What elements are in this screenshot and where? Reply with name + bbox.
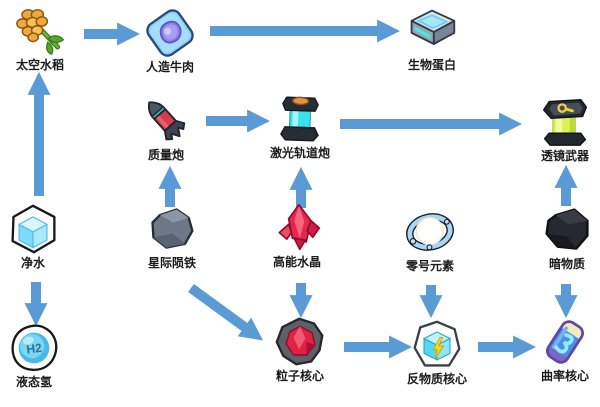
node-bio-protein[interactable]: 生物蛋白 [387,5,477,72]
arrow-meteorite-iron-to-particle-core [188,283,264,341]
node-label: 曲率核心 [540,369,589,383]
node-artificial-beef[interactable]: 人造牛肉 [125,7,215,74]
black-rock-icon [541,204,593,256]
node-pure-water[interactable]: 净水 [0,203,78,270]
glow-ring-icon [404,206,456,258]
node-label: 暗物质 [548,257,585,271]
cube-lightning-icon [411,319,463,371]
node-label: 反物质核心 [406,372,467,386]
yellow-canister-icon [539,96,591,148]
node-label: 星际陨铁 [147,256,196,270]
node-antimatter-core[interactable]: 反物质核心 [392,319,482,386]
node-label: 液态氢 [15,375,52,389]
wheat-icon [14,5,66,57]
node-label: 人造牛肉 [145,60,194,74]
node-label: 生物蛋白 [407,58,456,72]
node-meteorite-iron[interactable]: 星际陨铁 [127,203,217,270]
node-mass-cannon[interactable]: 质量炮 [121,95,211,162]
node-curvature-core[interactable]: 曲率核心 [520,316,600,383]
beef-slab-icon [144,7,196,59]
node-label: 透镜武器 [540,149,589,163]
node-label: 高能水晶 [272,255,321,269]
ice-cube-hex-icon [7,203,59,255]
node-label: 太空水稻 [15,58,64,72]
node-liquid-hydrogen[interactable]: H2 液态氢 [0,322,79,389]
node-label: 净水 [20,256,45,270]
battery-cylinder-icon [539,316,591,368]
h2-sphere-icon: H2 [8,322,60,374]
h2-text: H2 [25,341,43,357]
node-dark-matter[interactable]: 暗物质 [522,204,600,271]
node-energy-crystal[interactable]: 高能水晶 [252,202,342,269]
node-particle-core[interactable]: 粒子核心 [255,316,345,383]
node-label: 激光轨道炮 [269,146,330,160]
node-label: 粒子核心 [275,369,324,383]
cyan-canister-icon [274,93,326,145]
missile-icon [140,95,192,147]
red-core-rock-icon [274,316,326,368]
protein-tray-icon [406,5,458,57]
node-lens-weapon[interactable]: 透镜武器 [520,96,600,163]
red-crystal-icon [271,202,323,254]
node-space-rice[interactable]: 太空水稻 [0,5,85,72]
node-label: 质量炮 [147,148,184,162]
node-label: 零号元素 [405,259,454,273]
node-element-zero[interactable]: 零号元素 [385,206,475,273]
node-laser-railgun[interactable]: 激光轨道炮 [255,93,345,160]
gray-rock-icon [146,203,198,255]
